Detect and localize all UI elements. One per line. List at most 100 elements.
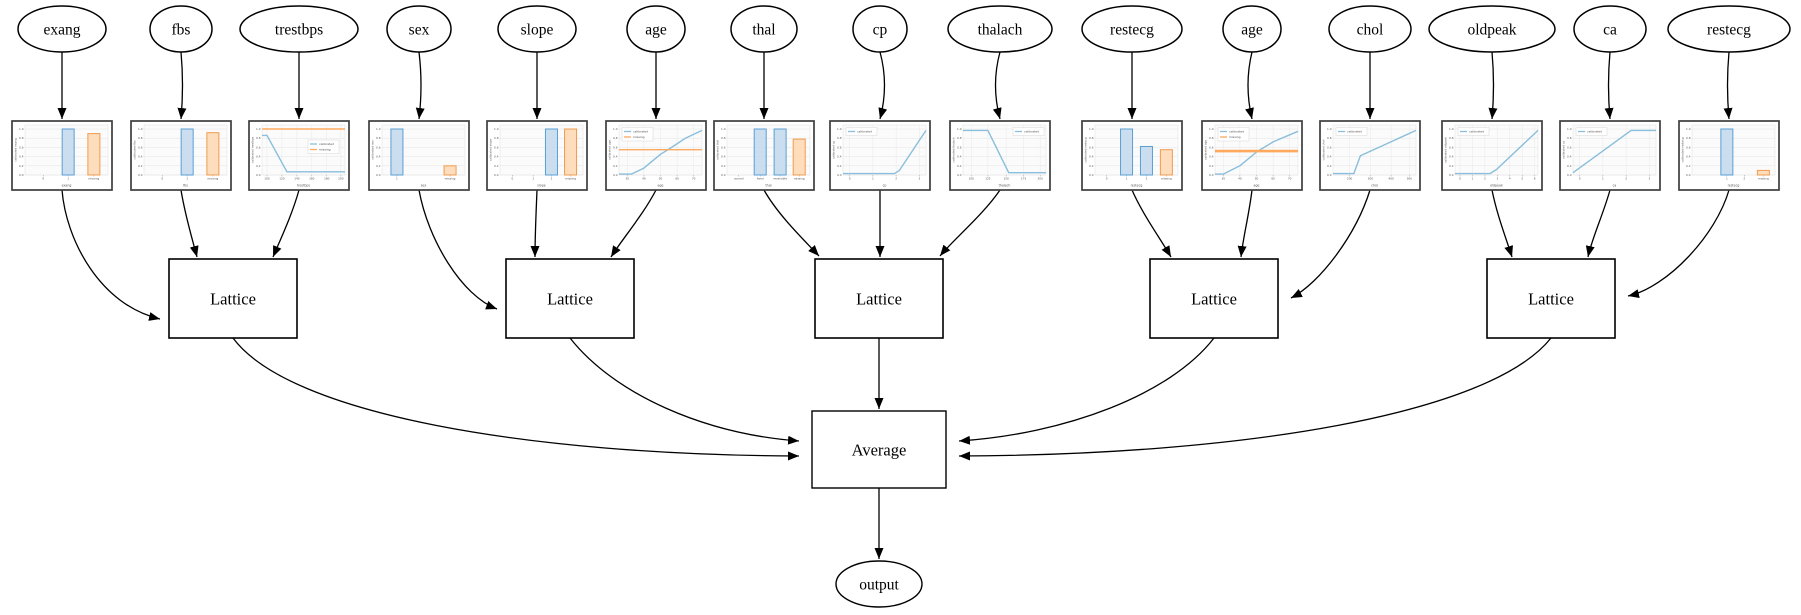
lattice-box	[814, 258, 944, 339]
y-tick-label: 0.8	[613, 136, 618, 140]
feature-label: chol	[1357, 22, 1384, 39]
x-tick-label: 2	[895, 177, 897, 181]
y-tick-label: 1.0	[19, 127, 24, 131]
y-tick-label: 0.0	[837, 173, 842, 177]
y-tick-label: 0.0	[613, 173, 618, 177]
y-tick-label: 0.4	[256, 155, 261, 159]
x-tick-label: 1	[532, 177, 534, 181]
x-tick-label: 1	[396, 177, 398, 181]
y-tick-label: 1.0	[1449, 127, 1454, 131]
x-tick-label: 3	[1648, 177, 1650, 181]
legend-box	[1575, 127, 1608, 136]
y-tick-label: 0.4	[721, 155, 726, 159]
y-axis-label: calibrated trestbps	[251, 136, 255, 163]
y-tick-label: 0.0	[1449, 173, 1454, 177]
feature-node-ca: ca	[1573, 5, 1647, 53]
x-axis-label: ca	[1613, 184, 1617, 188]
x-tick-label: 0	[161, 177, 163, 181]
y-tick-label: 0.0	[1209, 173, 1214, 177]
y-tick-label: 0.4	[1567, 155, 1572, 159]
x-tick-label: 40	[1238, 177, 1242, 181]
x-axis-label: chol	[1371, 184, 1378, 188]
lattice-label: Lattice	[856, 290, 902, 309]
x-tick-label: 4	[1509, 177, 1511, 181]
x-tick-label: 400	[1388, 177, 1394, 181]
x-tick-label: 2	[1743, 177, 1745, 181]
y-tick-label: 0.6	[957, 145, 962, 149]
y-tick-label: 0.6	[1567, 145, 1572, 149]
x-tick-label: 150	[1003, 177, 1009, 181]
y-tick-label: 0.8	[1327, 136, 1332, 140]
y-tick-label: 1.0	[138, 127, 143, 131]
lattice-node-1: Lattice	[168, 258, 298, 339]
lattice-label: Lattice	[210, 290, 256, 309]
feature-ellipse	[1328, 5, 1412, 53]
feature-ellipse	[1222, 5, 1282, 53]
edge-chart-ca-to-lattice	[1585, 189, 1611, 258]
x-tick-label: missing	[1161, 177, 1172, 181]
series-line-calibrated	[963, 129, 1046, 174]
bar-fixed	[753, 128, 767, 176]
y-tick-label: 0.2	[1209, 164, 1214, 168]
x-tick-label: 200	[338, 177, 344, 181]
edge-chart-fbs-to-lattice	[180, 189, 199, 258]
edge-sex-to-chart	[415, 51, 425, 120]
x-tick-label: 1	[1726, 177, 1728, 181]
edge-chart-trestbps-to-lattice	[272, 189, 300, 258]
y-tick-label: 0.0	[721, 173, 726, 177]
y-tick-label: 0.8	[19, 136, 24, 140]
y-tick-label: 0.4	[1327, 155, 1332, 159]
legend-label: calibrated	[857, 130, 872, 134]
x-tick-label: 100	[264, 177, 270, 181]
feature-node-age: age	[626, 5, 686, 53]
lattice-box	[1149, 258, 1279, 339]
legend-label: missing	[319, 148, 331, 152]
x-tick-label: 30	[1222, 177, 1226, 181]
feature-node-thalach: thalach	[947, 5, 1053, 53]
feature-label: sex	[409, 22, 430, 39]
legend-box	[1012, 127, 1045, 136]
y-tick-label: 0.8	[138, 136, 143, 140]
bar-missing	[443, 165, 457, 176]
series-line-calibrated	[843, 130, 927, 175]
x-tick-label: reversible	[773, 177, 787, 181]
feature-ellipse	[17, 5, 107, 53]
x-tick-label: 2	[1484, 177, 1486, 181]
x-tick-label: 30	[626, 177, 630, 181]
bar-missing	[87, 133, 101, 176]
y-tick-label: 0.4	[957, 155, 962, 159]
x-tick-label: 200	[1347, 177, 1353, 181]
edge-restecg-to-chart	[1723, 51, 1733, 120]
x-tick-label: fixed	[757, 177, 764, 181]
bar-1	[61, 128, 75, 176]
x-tick-label: 140	[294, 177, 300, 181]
y-tick-label: 0.2	[1686, 164, 1691, 168]
y-tick-label: 1.0	[957, 127, 962, 131]
y-tick-label: 0.4	[1089, 155, 1094, 159]
feature-ellipse	[1667, 5, 1791, 53]
average-box	[811, 410, 947, 489]
x-axis-label: age	[1254, 184, 1260, 188]
y-axis-label: calibrated thalach	[952, 137, 956, 163]
bar-reversible	[773, 128, 787, 176]
legend-label: missing	[1229, 135, 1241, 139]
feature-ellipse	[852, 5, 908, 53]
feature-label: thal	[752, 22, 775, 39]
x-tick-label: 1	[1126, 177, 1128, 181]
y-tick-label: 0.8	[256, 136, 261, 140]
y-tick-label: 0.4	[1449, 155, 1454, 159]
lattice-node-5: Lattice	[1486, 258, 1616, 339]
x-axis-label: thal	[765, 184, 771, 188]
bar-1	[1120, 128, 1134, 176]
x-tick-label: 120	[279, 177, 285, 181]
edge-chart-age-to-lattice	[1237, 189, 1253, 258]
y-tick-label: 0.8	[837, 136, 842, 140]
y-tick-label: 0.6	[1449, 145, 1454, 149]
edge-chart-sex-to-lattice	[418, 189, 498, 310]
edge-lattice-4-to-average	[958, 337, 1215, 445]
feature-label: trestbps	[275, 22, 323, 39]
legend-box	[1335, 127, 1368, 136]
